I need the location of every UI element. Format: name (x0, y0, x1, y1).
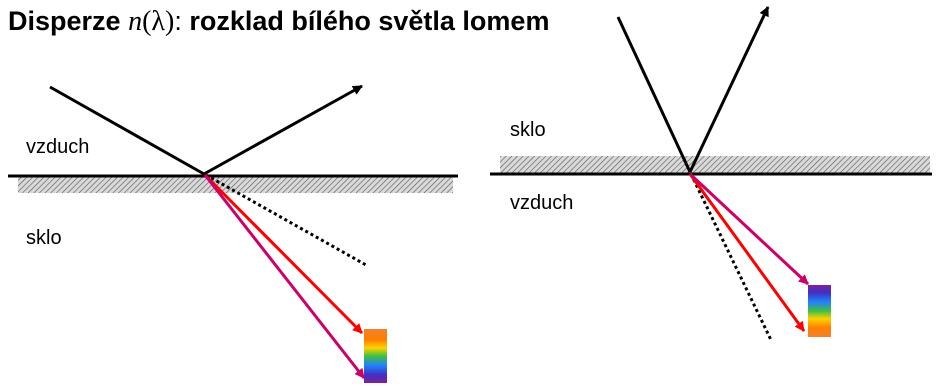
diagram-title: Disperze n(λ): rozklad bílého světla lom… (8, 6, 549, 38)
right-lower-medium-label: vzduch (510, 192, 574, 214)
left-lower-medium-label: sklo (26, 227, 62, 249)
title-bold-prefix: Disperze (8, 6, 121, 36)
right-panel (490, 6, 932, 341)
red-refracted-ray (688, 173, 806, 332)
title-symbol-lambda: (λ) (142, 6, 175, 37)
spectrum-swatch (808, 285, 831, 337)
left-upper-medium-label: vzduch (26, 136, 90, 158)
red-refracted-ray (203, 173, 364, 335)
reflected-ray (688, 6, 770, 173)
title-bold-rest: rozklad bílého světla lomem (189, 6, 550, 36)
right-upper-medium-label: sklo (510, 119, 546, 141)
incident-ray (616, 16, 692, 173)
undeviated-extension (689, 173, 773, 341)
undeviated-extension (205, 173, 367, 267)
violet-refracted-ray (688, 172, 810, 286)
title-colon: : (174, 6, 182, 36)
glass-hatch (18, 177, 453, 193)
violet-refracted-ray (203, 174, 366, 379)
glass-hatch (500, 156, 930, 173)
reflected-ray (203, 84, 363, 176)
incident-ray (49, 85, 205, 176)
title-symbol-n: n (128, 6, 143, 37)
title-symbol: n(λ) (128, 6, 174, 37)
left-panel (8, 84, 458, 383)
spectrum-swatch (364, 329, 387, 383)
